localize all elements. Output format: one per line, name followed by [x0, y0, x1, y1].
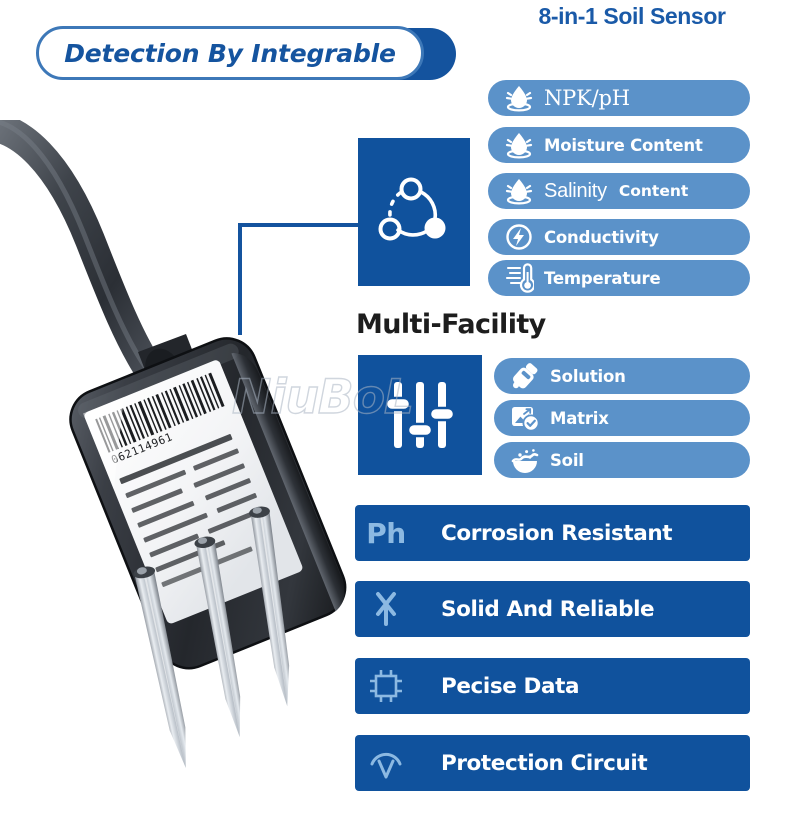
header-badge-label: Detection By Integrable [64, 38, 396, 68]
lightning-bolt-circle-icon [502, 222, 536, 252]
svg-text:062114961: 062114961 [109, 430, 174, 466]
ph-text-icon: Ph [355, 517, 417, 550]
connector-horizontal-segment [238, 223, 364, 227]
header-badge: Detection By Integrable [36, 26, 456, 82]
crosshair-square-icon [355, 669, 417, 703]
feature-pill-npk-ph[interactable]: NPK/pH [488, 80, 750, 116]
sliders-equalizer-icon [384, 382, 456, 448]
water-drop-splash-icon [502, 130, 536, 160]
feature-pill-conductivity[interactable]: Conductivity [488, 219, 750, 255]
feature-pill-salinity-content[interactable]: Salinity Content [488, 173, 750, 209]
feature-bar-label: Solid And Reliable [441, 596, 655, 622]
feature-bar-corrosion-resistant[interactable]: Ph Corrosion Resistant [355, 505, 750, 561]
facility-pill-label: Solution [550, 366, 626, 386]
page-title: 8-in-1 Soil Sensor [538, 3, 726, 29]
feature-bar-protection-circuit[interactable]: Protection Circuit [355, 735, 750, 791]
sensor-panel-icon-box [358, 138, 470, 286]
facility-pill-label: Matrix [550, 408, 609, 428]
feature-pill-label: NPK/pH [544, 86, 630, 110]
facility-pill-matrix[interactable]: Matrix [494, 400, 750, 436]
feature-pill-label: Salinity [544, 179, 607, 202]
water-drop-splash-icon [502, 176, 536, 206]
cross-x-icon [355, 591, 417, 627]
share-network-icon [378, 177, 446, 241]
facility-pill-soil[interactable]: Soil [494, 442, 750, 478]
connector-vertical-segment [238, 223, 242, 335]
water-drop-splash-icon [502, 83, 536, 113]
facility-pill-label: Soil [550, 450, 584, 470]
feature-pill-label-secondary: Content [618, 182, 689, 200]
feature-pill-label: Moisture Content [544, 135, 703, 155]
facility-panel-icon-box [358, 355, 482, 475]
facility-pill-solution[interactable]: Solution [494, 358, 750, 394]
feature-pill-moisture-content[interactable]: Moisture Content [488, 127, 750, 163]
connector-line [238, 223, 364, 335]
feature-pill-label: Temperature [544, 268, 661, 288]
arc-v-meter-icon [355, 746, 417, 780]
multi-facility-heading: Multi-Facility [356, 309, 546, 340]
image-chart-check-icon [508, 403, 542, 433]
header-badge-pill: Detection By Integrable [36, 26, 424, 80]
feature-pill-label: Conductivity [544, 227, 659, 247]
bottle-pour-drop-icon [508, 361, 542, 391]
feature-bar-label: Corrosion Resistant [441, 520, 673, 546]
soil-mound-icon [508, 445, 542, 475]
feature-bar-precise-data[interactable]: Pecise Data [355, 658, 750, 714]
thermometer-icon [502, 263, 536, 293]
feature-bar-label: Protection Circuit [441, 750, 648, 776]
feature-bar-solid-and-reliable[interactable]: Solid And Reliable [355, 581, 750, 637]
feature-bar-label: Pecise Data [441, 673, 580, 699]
ph-icon-glyph: Ph [366, 516, 406, 550]
feature-pill-temperature[interactable]: Temperature [488, 260, 750, 296]
